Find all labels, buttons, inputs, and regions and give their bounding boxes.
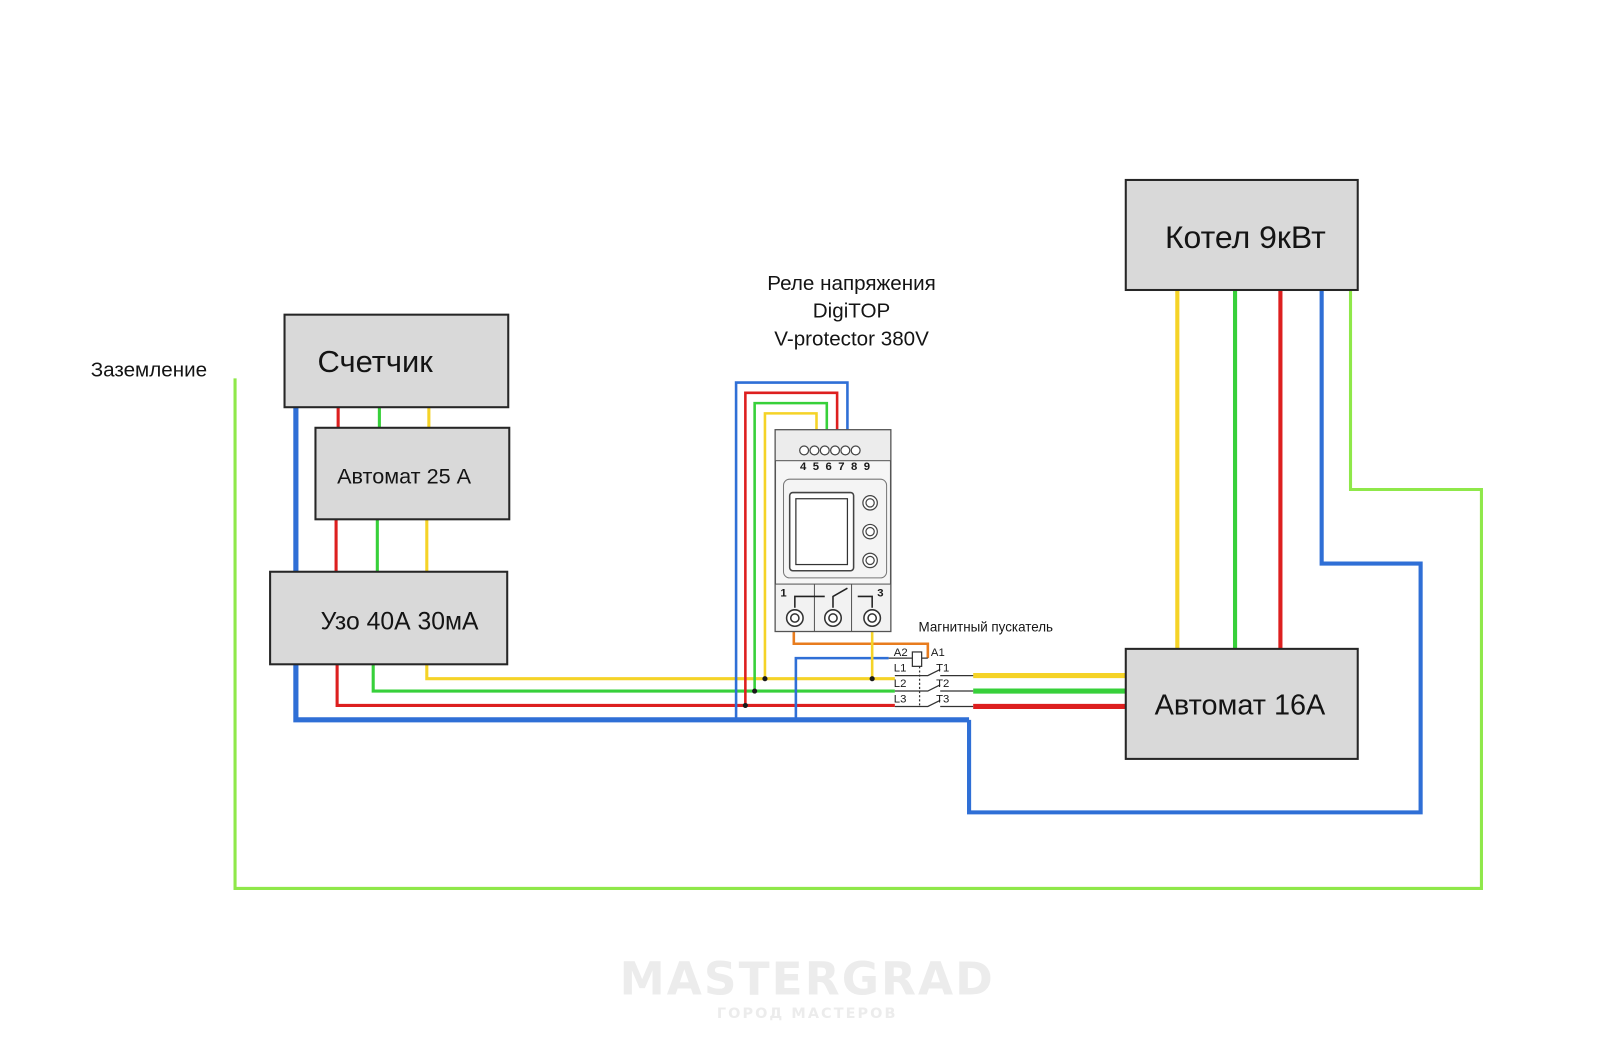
contactor-coil	[911, 651, 923, 667]
breaker-25a-box: Автомат 25 А	[314, 426, 511, 521]
relay-contact-symbol	[794, 587, 873, 608]
contactor-terminal-a1: A1	[931, 647, 945, 659]
contactor-main-contacts	[894, 666, 974, 708]
meter-label: Счетчик	[318, 344, 434, 379]
contactor-terminal-l1: L1	[894, 663, 907, 675]
rcd-l3-out-wire	[335, 664, 895, 707]
voltage-relay-device: 4 5 6 7 8 9 1 3	[774, 429, 892, 633]
relay-title: Реле напряжения DigiTOP V-protector 380V	[767, 272, 935, 351]
contactor-terminal-t3: T3	[936, 693, 949, 705]
rcd-box: Узо 40А 30мА	[269, 570, 509, 666]
relay-neutral-supply-wire	[734, 381, 849, 718]
relay-buttons	[862, 495, 878, 569]
contactor-terminal-a2: A2	[894, 647, 908, 659]
relay-title-line-3: V-protector 380V	[774, 328, 929, 351]
boiler-box: Котел 9кВт	[1124, 178, 1359, 292]
junction-dot	[762, 676, 768, 682]
ground-wire	[233, 289, 1483, 891]
junction-dot	[752, 688, 758, 694]
watermark-brand: MASTERGRAD	[620, 952, 995, 1005]
rcd-l2-out-wire	[371, 664, 895, 693]
relay-terminal-3: 3	[877, 587, 883, 599]
relay-terminal-numbers: 4 5 6 7 8 9	[800, 461, 872, 473]
junction-dot	[742, 702, 748, 708]
contactor-label: Магнитный пускатель	[919, 619, 1053, 634]
relay-terminal-1: 1	[780, 587, 786, 599]
magnetic-contactor-symbol: A2 A1 L1 L2 L3 T1 T2 T3	[888, 647, 974, 708]
mastergrad-watermark: MASTERGRAD ГОРОД МАСТЕРОВ	[620, 952, 995, 1022]
watermark-tagline: ГОРОД МАСТЕРОВ	[717, 1006, 898, 1022]
relay-bottom-terminals	[785, 609, 882, 628]
contactor-terminal-t1: T1	[936, 663, 949, 675]
relay-title-line-1: Реле напряжения	[767, 272, 935, 295]
relay-l2-supply-wire	[753, 401, 829, 692]
relay-top-terminals	[799, 445, 861, 456]
contactor-terminal-t2: T2	[936, 678, 949, 690]
grounding-label: Заземление	[91, 358, 207, 381]
rcd-l1-out-wire	[425, 664, 895, 681]
boiler-label: Котел 9кВт	[1165, 219, 1326, 255]
rcd-neutral-out-wire	[293, 664, 970, 723]
breaker-25a-label: Автомат 25 А	[337, 463, 472, 488]
relay-control-wire	[792, 630, 930, 659]
boiler-neutral-wire	[967, 289, 1423, 815]
relay-title-line-2: DigiTOP	[813, 300, 890, 323]
breaker-16a-label: Автомат 16А	[1155, 690, 1326, 722]
contactor-terminal-l3: L3	[894, 693, 907, 705]
breaker-16a-box: Автомат 16А	[1124, 647, 1359, 760]
junction-dot	[869, 676, 875, 682]
relay-neutral-to-coil-wire	[794, 656, 889, 718]
relay-l1-supply-wire	[763, 412, 818, 679]
rcd-label: Узо 40А 30мА	[321, 608, 479, 635]
contactor-terminal-l2: L2	[894, 678, 907, 690]
meter-box: Счетчик	[283, 313, 510, 409]
relay-l3-supply-wire	[744, 391, 839, 706]
